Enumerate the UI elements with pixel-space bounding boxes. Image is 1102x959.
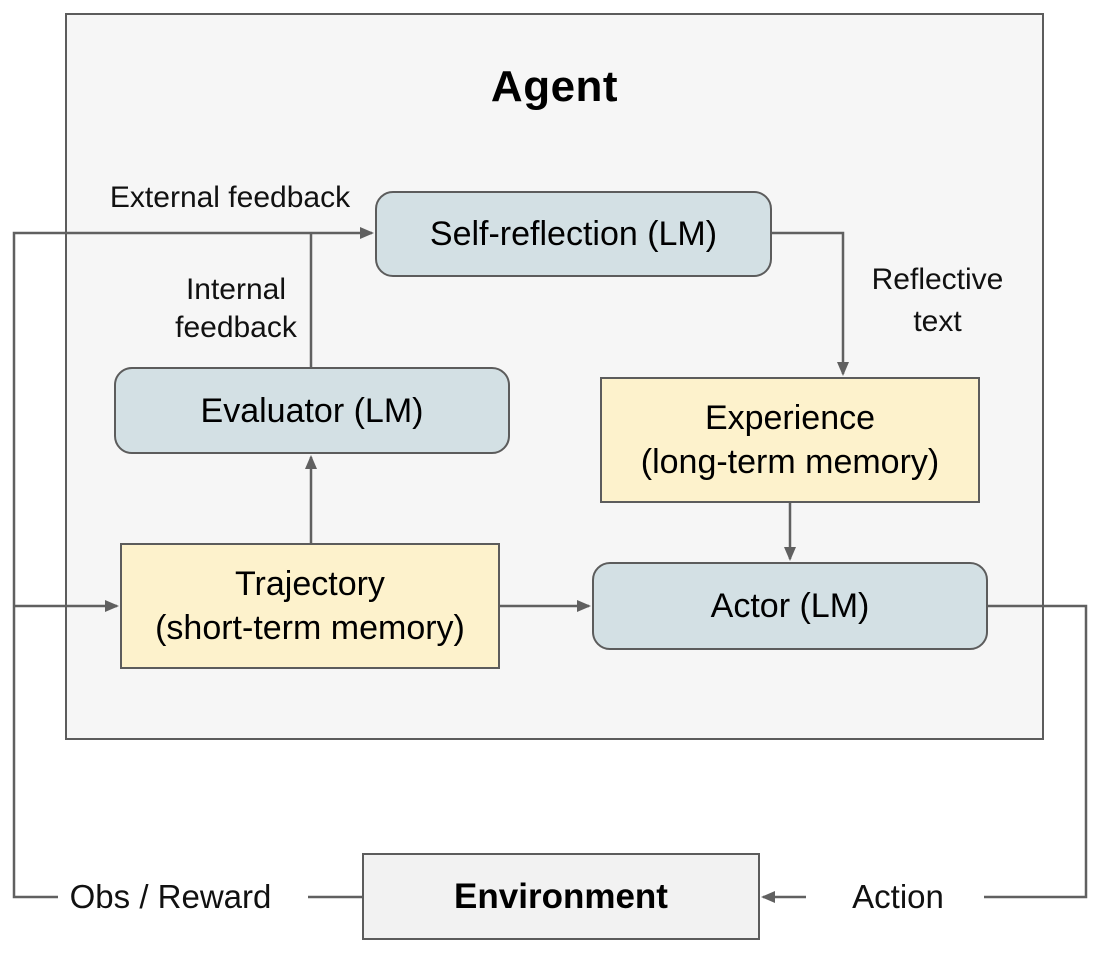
node-actor-label: Actor (LM)	[710, 587, 870, 625]
node-actor: Actor (LM)	[592, 562, 988, 650]
edge-label-external-feedback: External feedback	[109, 181, 351, 214]
edge-label-obs-reward: Obs / Reward	[69, 878, 272, 915]
node-trajectory: Trajectory (short-term memory)	[120, 543, 500, 669]
edge-label-internal-feedback: Internal feedback	[175, 273, 297, 344]
node-trajectory-sublabel: (short-term memory)	[155, 609, 465, 647]
agent-title: Agent	[490, 62, 619, 111]
edge-label-action: Action	[852, 878, 944, 915]
node-evaluator-label: Evaluator (LM)	[200, 391, 424, 430]
node-self-reflection-label: Self-reflection (LM)	[429, 215, 718, 253]
node-evaluator: Evaluator (LM)	[114, 367, 510, 454]
edge-label-reflective-text: Reflective text	[871, 263, 1004, 338]
node-environment-label: Environment	[454, 876, 668, 916]
node-experience: Experience (long-term memory)	[600, 377, 980, 503]
node-experience-label: Experience	[704, 399, 876, 437]
node-environment: Environment	[362, 853, 760, 940]
node-experience-sublabel: (long-term memory)	[640, 443, 940, 481]
node-self-reflection: Self-reflection (LM)	[375, 191, 772, 277]
node-trajectory-label: Trajectory	[235, 565, 385, 603]
